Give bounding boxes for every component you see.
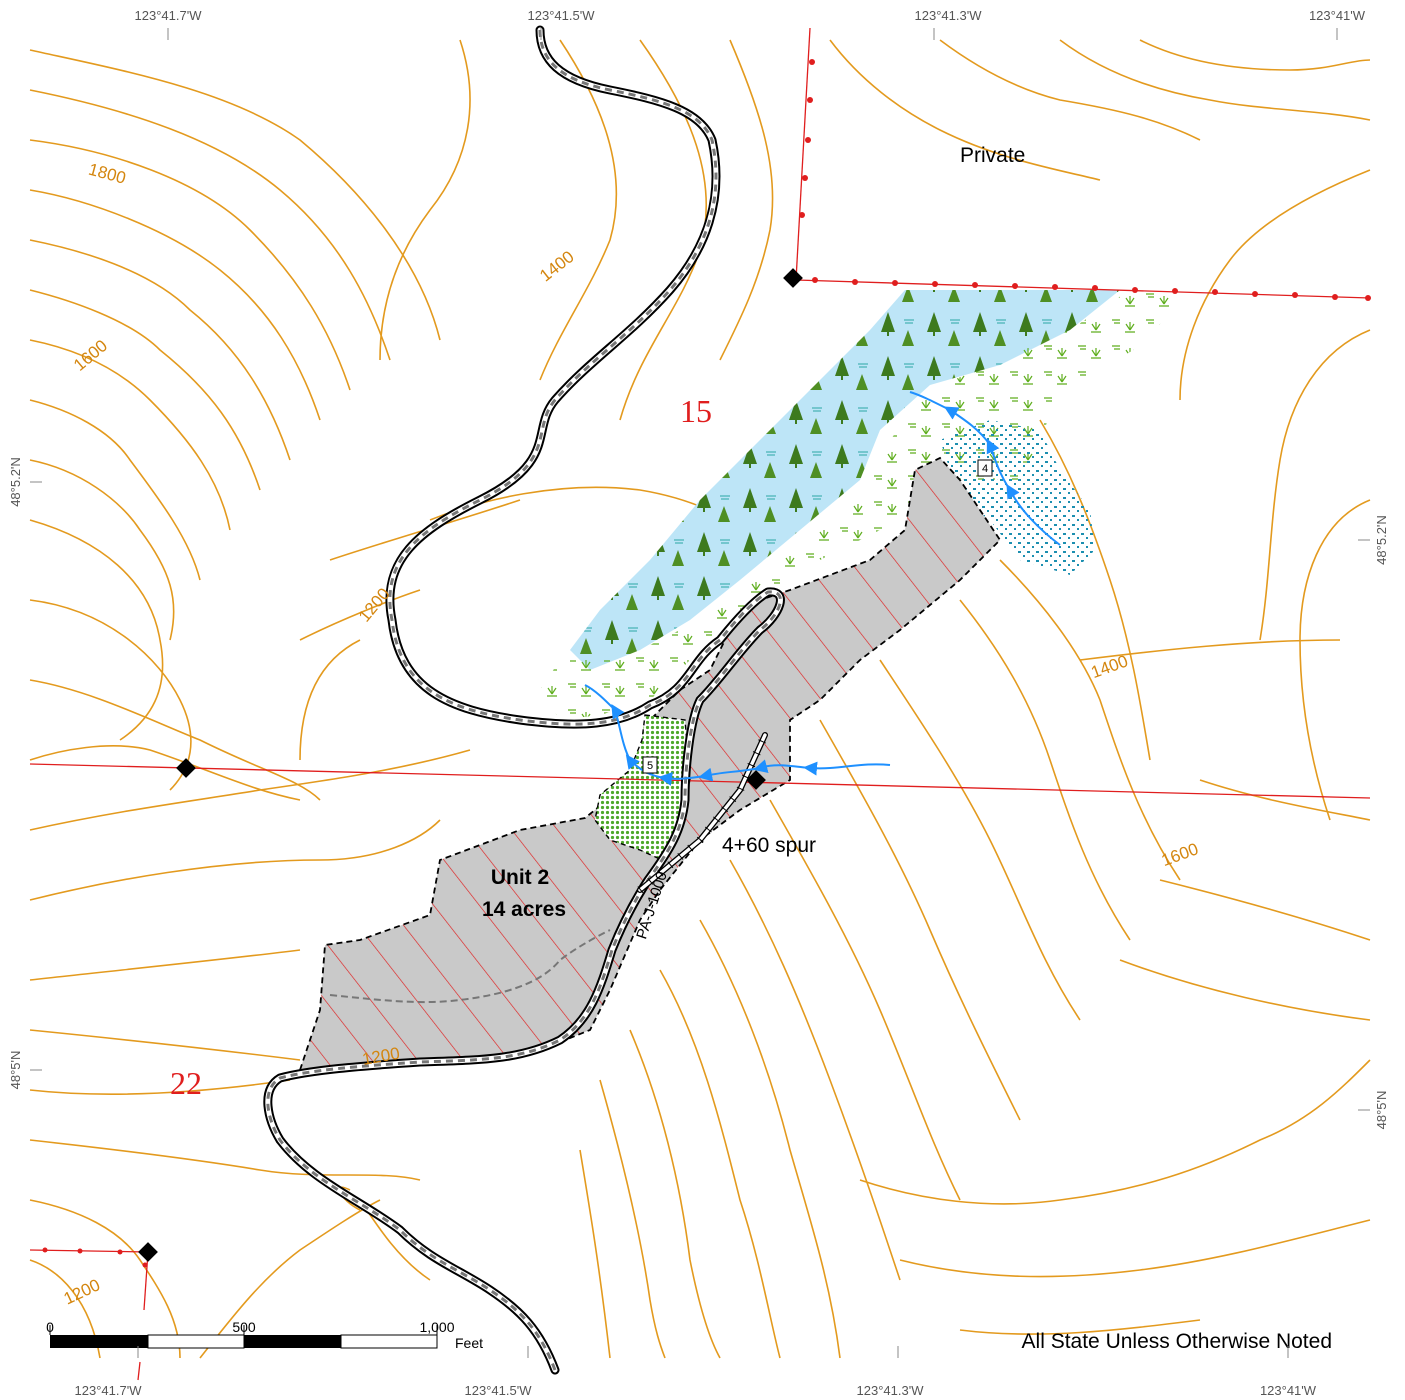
svg-text:48°5'N: 48°5'N bbox=[1374, 1091, 1389, 1130]
svg-text:123°41.7'W: 123°41.7'W bbox=[135, 8, 203, 23]
svg-text:123°41'W: 123°41'W bbox=[1260, 1383, 1317, 1398]
svg-text:123°41.3'W: 123°41.3'W bbox=[915, 8, 983, 23]
svg-text:123°41.7'W: 123°41.7'W bbox=[75, 1383, 143, 1398]
unit-name-label: Unit 2 bbox=[491, 866, 549, 889]
svg-text:Feet: Feet bbox=[455, 1335, 483, 1351]
svg-text:48°5.2'N: 48°5.2'N bbox=[8, 457, 23, 507]
svg-text:123°41.5'W: 123°41.5'W bbox=[465, 1383, 533, 1398]
riparian-zone bbox=[570, 290, 1120, 670]
svg-text:500: 500 bbox=[232, 1319, 256, 1335]
stream-marker-5: 5 bbox=[642, 756, 658, 774]
streams bbox=[584, 391, 1061, 786]
svg-text:123°41'W: 123°41'W bbox=[1309, 8, 1366, 23]
spur-road-label: 4+60 spur bbox=[722, 834, 816, 857]
private-label: Private bbox=[960, 144, 1025, 167]
upland-buffer bbox=[540, 290, 1180, 720]
svg-text:48°5.2'N: 48°5.2'N bbox=[1374, 515, 1389, 565]
svg-text:48°5'N: 48°5'N bbox=[8, 1051, 23, 1090]
graticule-ticks bbox=[30, 28, 1370, 1358]
section-number-15: 15 bbox=[680, 393, 712, 429]
ownership-note: All State Unless Otherwise Noted bbox=[1022, 1330, 1332, 1353]
svg-text:1,000: 1,000 bbox=[419, 1319, 454, 1335]
svg-text:5: 5 bbox=[647, 760, 653, 772]
section-number-22: 22 bbox=[170, 1065, 202, 1101]
internal-boundary bbox=[329, 929, 611, 1004]
svg-text:4: 4 bbox=[982, 463, 988, 475]
svg-text:123°41.3'W: 123°41.3'W bbox=[857, 1383, 925, 1398]
private-boundary-dots bbox=[42, 59, 1371, 1268]
stream-marker-4: 4 bbox=[977, 459, 993, 477]
svg-text:123°41.5'W: 123°41.5'W bbox=[528, 8, 596, 23]
unit-area-label: 14 acres bbox=[482, 898, 566, 921]
scale-bar: 0 500 1,000 Feet bbox=[46, 1319, 483, 1351]
svg-text:0: 0 bbox=[46, 1319, 54, 1335]
coordinate-labels: 123°41.7'W 123°41.5'W 123°41.3'W 123°41'… bbox=[8, 8, 1389, 1398]
